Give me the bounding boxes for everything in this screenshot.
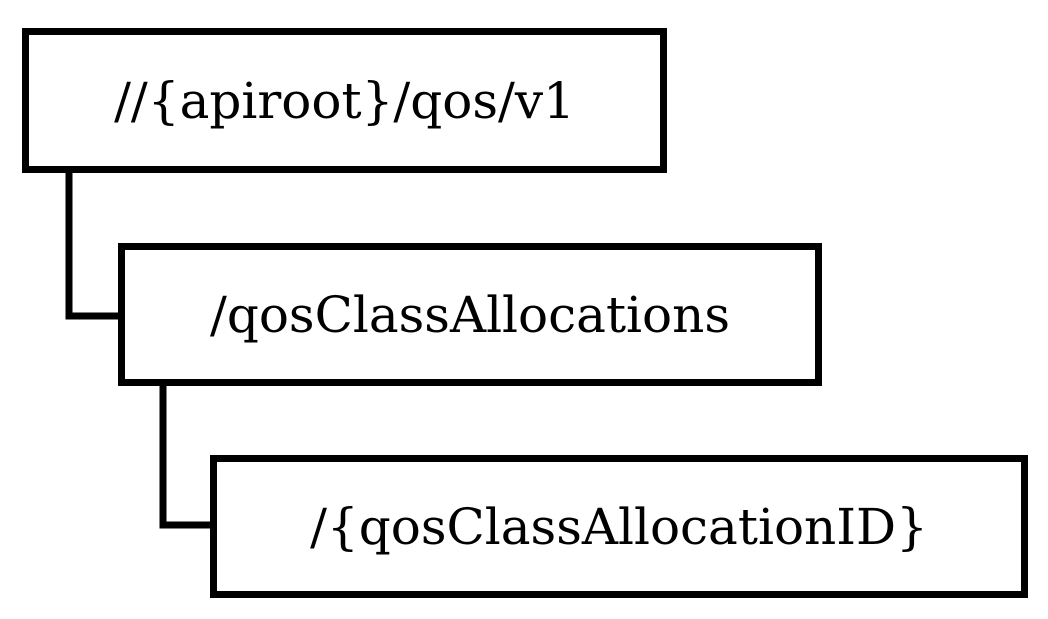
item-resource-label: /{qosClassAllocationID} <box>310 497 928 556</box>
item-resource-node: /{qosClassAllocationID} <box>210 455 1028 598</box>
connector-collection-to-item <box>159 386 210 529</box>
collection-resource-label: /qosClassAllocations <box>209 285 731 344</box>
collection-resource-node: /qosClassAllocations <box>118 243 822 386</box>
root-resource-node: //{apiroot}/qos/v1 <box>22 28 667 173</box>
connector-root-to-collection <box>65 173 118 320</box>
root-resource-label: //{apiroot}/qos/v1 <box>114 71 575 130</box>
